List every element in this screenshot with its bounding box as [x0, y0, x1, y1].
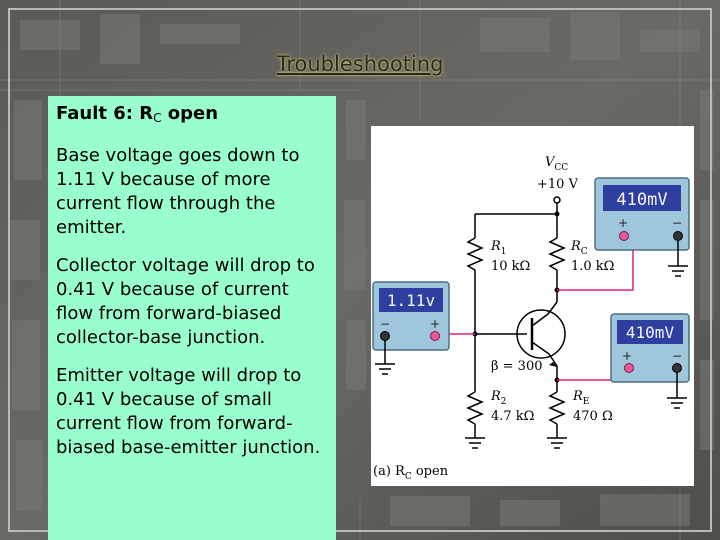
slide-title: Troubleshooting [276, 52, 444, 76]
svg-text:+: + [430, 317, 440, 331]
r1-value: 10 kΩ [491, 259, 530, 274]
re-value: 470 Ω [573, 409, 613, 424]
circuit-schematic: VCC +10 V R1 10 kΩ RC 1.0 kΩ β = 300 R2 … [372, 155, 690, 482]
r1-label: R1 [490, 239, 507, 257]
svg-text:+: + [618, 216, 628, 230]
circuit-diagram-panel: VCC +10 V R1 10 kΩ RC 1.0 kΩ β = 300 R2 … [371, 126, 694, 486]
collector-meter-reading: 410mV [616, 190, 667, 210]
rc-label: RC [570, 239, 588, 257]
emitter-voltmeter: 410mV + − [610, 313, 690, 383]
re-label: RE [572, 389, 589, 407]
svg-text:−: − [672, 216, 682, 230]
fault-heading-subscript: C [153, 111, 162, 125]
vcc-label: VCC [545, 155, 568, 173]
base-voltmeter: 1.11v − + [372, 281, 450, 351]
emitter-meter-reading: 410mV [626, 323, 675, 342]
base-voltage-paragraph: Base voltage goes down to 1.11 V because… [56, 145, 300, 238]
fault-description-box: Fault 6: RC open Base voltage goes down … [48, 96, 336, 540]
fault-heading: Fault 6: RC open [56, 102, 328, 130]
fault-heading-text: Fault 6: R [56, 103, 154, 124]
svg-text:−: − [380, 317, 390, 331]
vcc-value: +10 V [537, 177, 579, 192]
emitter-voltage-paragraph: Emitter voltage will drop to 0.41 V beca… [56, 365, 321, 458]
fault-heading-tail: open [161, 103, 219, 124]
collector-voltmeter: 410mV + − [594, 177, 690, 251]
base-meter-reading: 1.11v [387, 291, 435, 310]
collector-voltage-paragraph: Collector voltage will drop to 0.41 V be… [56, 255, 315, 348]
beta-label: β = 300 [491, 359, 543, 374]
circuit-caption: (a) RC open [373, 464, 449, 482]
r2-label: R2 [490, 389, 507, 407]
rc-value: 1.0 kΩ [571, 259, 614, 274]
svg-text:−: − [672, 349, 682, 363]
svg-text:+: + [622, 349, 632, 363]
r2-value: 4.7 kΩ [491, 409, 534, 424]
